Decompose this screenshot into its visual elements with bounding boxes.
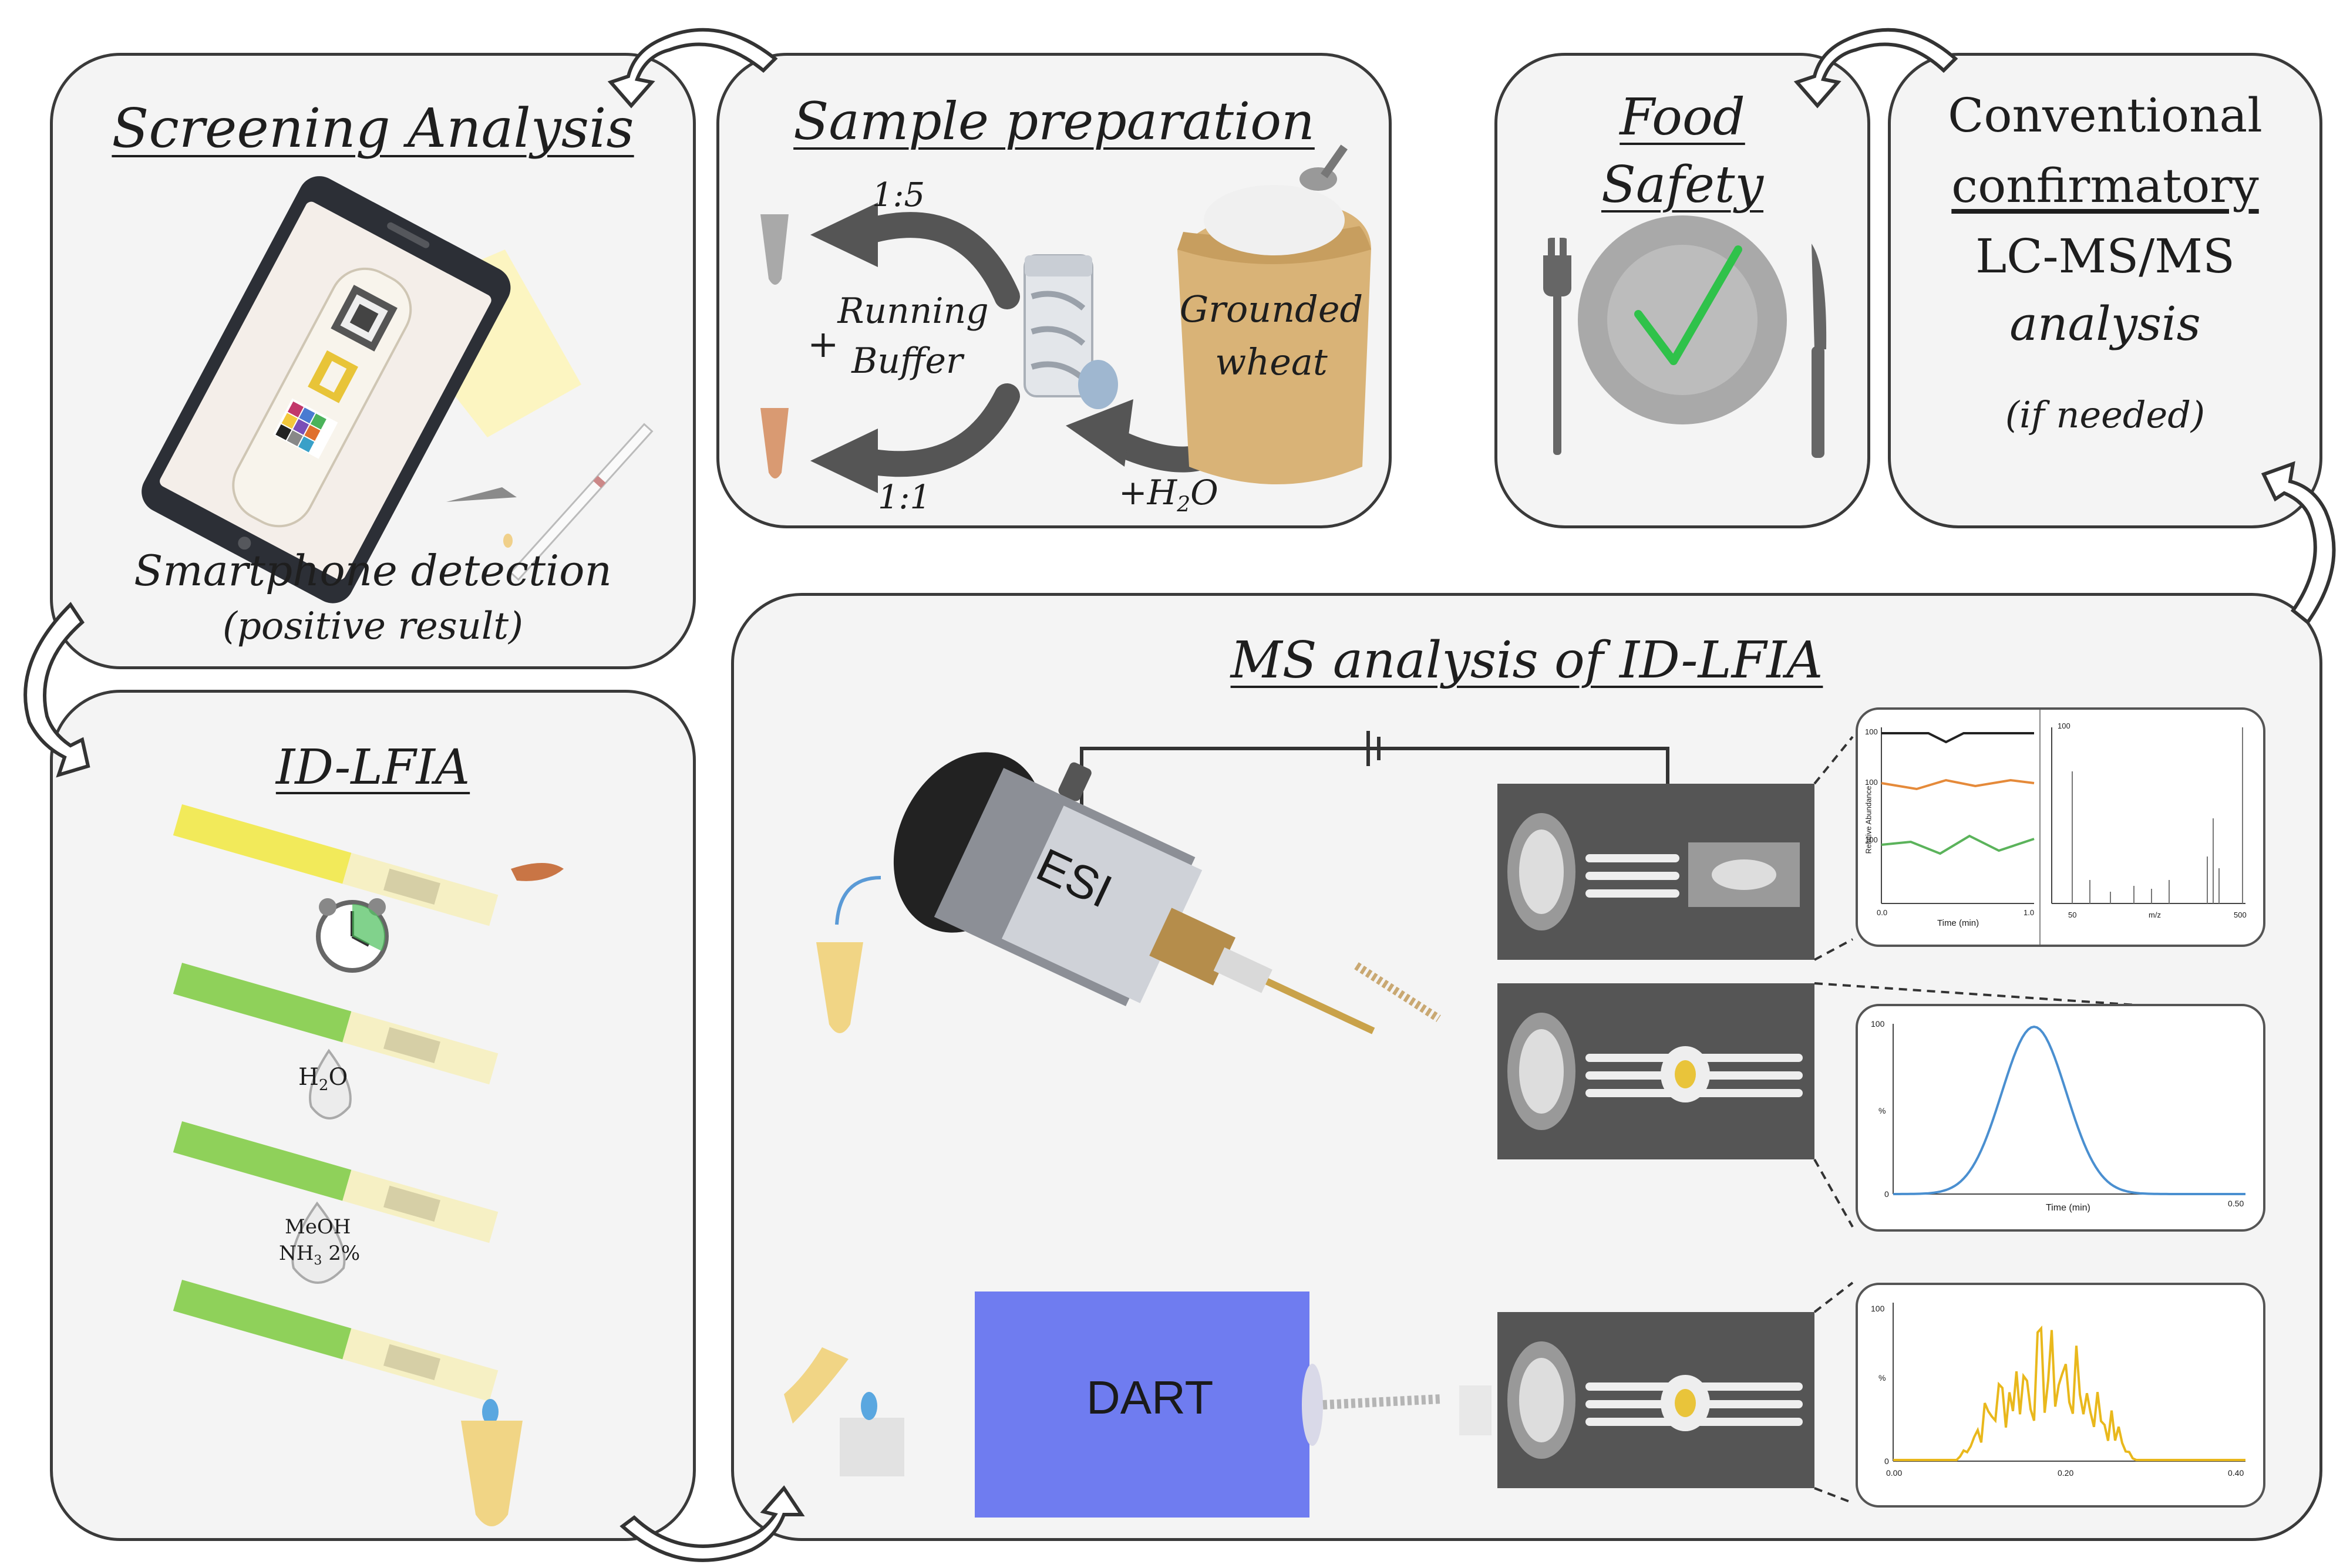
idlfia-panel: ID-LFIA	[50, 690, 696, 1541]
chart3-tick-x2: 0.40	[2228, 1468, 2244, 1478]
drop2-label-line1: MeOH	[285, 1215, 351, 1239]
conventional-line4: analysis	[2009, 296, 2201, 351]
drop1-end: O	[328, 1064, 348, 1091]
sack-label-line2: wheat	[1215, 340, 1328, 383]
fork-icon	[1543, 232, 1571, 455]
water-suffix: O	[1190, 473, 1218, 512]
chart1-tick-100b: 100	[1865, 778, 1878, 787]
chart1-xlabel-right: m/z	[2149, 911, 2161, 919]
water-prefix: +H	[1119, 473, 1177, 512]
sample-prep-panel: Sample preparation 1:5 1:1 + Running Buf…	[716, 53, 1392, 528]
chart2-tick-100: 100	[1871, 1019, 1885, 1029]
sample-prep-title: Sample preparation	[793, 91, 1315, 151]
mass-analyzer-2	[1497, 983, 1814, 1159]
food-safety-title-line2: Safety	[1601, 156, 1764, 214]
check-icon	[1634, 245, 1742, 365]
chart3-tick-100: 100	[1871, 1304, 1885, 1313]
food-safety-panel: Food Safety	[1494, 53, 1870, 528]
drop1-label: H2O	[298, 1064, 348, 1094]
chart2-tick-end: 0.50	[2228, 1199, 2244, 1208]
conventional-note: (if needed)	[2005, 393, 2206, 436]
dart-label: DART	[1086, 1371, 1214, 1424]
mass-analyzer-1	[1497, 784, 1814, 960]
drop1-sub: 2	[318, 1077, 329, 1094]
chart2-tick-0: 0	[1884, 1189, 1889, 1199]
drop1-main: H	[298, 1064, 319, 1091]
esi-source-icon	[893, 752, 1375, 1034]
chart3-ylabel: %	[1878, 1373, 1886, 1382]
smartphone-subcaption: (positive result)	[222, 605, 524, 648]
chart1-xlabel-left: Time (min)	[1937, 918, 1979, 928]
ms-title: MS analysis of ID-LFIA	[1230, 631, 1823, 690]
knife-icon	[1812, 244, 1827, 458]
alarm-clock-icon	[316, 898, 389, 973]
chart1-tick-500: 500	[2234, 911, 2247, 919]
dart-source-icon	[975, 1292, 1309, 1518]
solvent-drop-icon	[291, 1201, 346, 1284]
running-buffer-line1: Running	[837, 291, 989, 332]
chart3-tick-x1: 0.20	[2058, 1468, 2074, 1478]
plate-illustration	[1543, 215, 1827, 458]
chart1-tick-1: 1.0	[2024, 908, 2035, 917]
chart3-tick-0: 0	[1884, 1456, 1889, 1466]
chromatogram-spectrum-chart: 100 100 100 Relative Abundance 0.0 1.0 T…	[1856, 707, 2265, 947]
ms-panel: MS analysis of ID-LFIA	[731, 593, 2322, 1541]
drop2-end: 2%	[322, 1242, 361, 1265]
gaussian-peak-chart: 100 % 0 Time (min) 0.50	[1856, 1004, 2265, 1232]
chart1-tick-100r: 100	[2058, 721, 2070, 730]
water-label: +H2O	[1119, 473, 1218, 517]
drop2-label-line2: NH3 2%	[279, 1242, 360, 1268]
chart1-tick-50: 50	[2068, 911, 2077, 919]
ratio-top: 1:5	[872, 176, 925, 214]
arrow-to-top-tube	[853, 212, 1020, 309]
chart1-tick-100c: 100	[1865, 835, 1878, 844]
chart1-ylabel: Relative Abundance	[1864, 785, 1873, 854]
sack-label-line1: Grounded	[1179, 288, 1363, 331]
plus-sign: +	[807, 323, 839, 366]
conventional-line2: confirmatory	[1951, 159, 2259, 213]
arrow-to-bottom-tube	[853, 383, 1020, 477]
conventional-line1: Conventional	[1948, 88, 2263, 143]
food-safety-title-line1: Food	[1620, 88, 1745, 147]
conventional-panel: Conventional confirmatory LC-MS/MS analy…	[1888, 53, 2322, 528]
drop2-main: NH	[279, 1242, 314, 1265]
chart3-tick-x0: 0.00	[1886, 1468, 1903, 1478]
mass-analyzer-3	[1497, 1312, 1814, 1488]
screening-panel: Screening Analysis Smar	[50, 53, 696, 669]
chart2-xlabel: Time (min)	[2046, 1203, 2090, 1213]
dart-signal-chart: 100 % 0 0.00 0.20 0.40	[1856, 1283, 2265, 1508]
running-buffer-line2: Buffer	[851, 340, 963, 382]
idlfia-title: ID-LFIA	[275, 740, 470, 795]
water-drop-icon	[309, 1048, 352, 1119]
sample-prep-illustration	[760, 144, 1371, 493]
idlfia-strips-illustration	[173, 804, 564, 1526]
drop2-sub: 3	[314, 1253, 322, 1268]
conventional-line3: LC-MS/MS	[1975, 229, 2235, 284]
water-sub: 2	[1177, 493, 1191, 517]
chart1-tick-100a: 100	[1865, 727, 1878, 736]
chart2-ylabel: %	[1878, 1106, 1886, 1115]
screening-title: Screening Analysis	[112, 97, 634, 160]
ms-instruments-illustration	[784, 731, 2250, 1518]
smartphone-caption: Smartphone detection	[134, 546, 612, 595]
ratio-bottom: 1:1	[878, 478, 931, 517]
chart1-tick-0: 0.0	[1877, 908, 1888, 917]
smartphone-illustration	[142, 176, 654, 603]
